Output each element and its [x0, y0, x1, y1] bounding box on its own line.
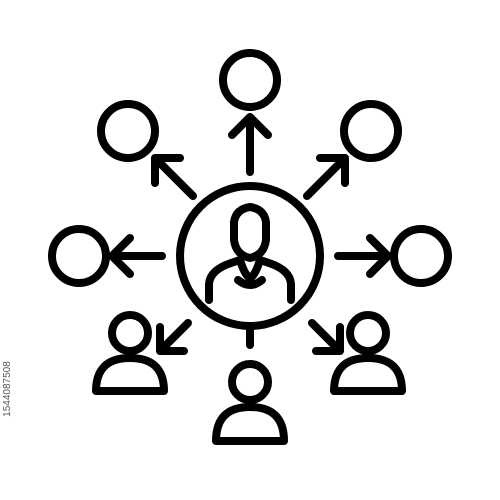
node-left — [48, 225, 166, 287]
hub-person-icon — [205, 203, 295, 304]
arrow-lower-right-head — [312, 323, 344, 355]
node-top — [219, 49, 281, 176]
node-upper-left — [97, 100, 197, 200]
lower-left-person-body — [92, 354, 168, 395]
arrow-upper-left-head — [151, 154, 184, 187]
arrow-left-head — [108, 234, 134, 278]
node-upper-right — [303, 100, 402, 200]
arrow-top-head — [228, 113, 272, 139]
hub-person-collar — [234, 276, 266, 289]
hub-person-head — [230, 203, 270, 262]
arrow-lower-left-head — [156, 323, 188, 355]
hub-person-body — [205, 256, 295, 304]
node-left-circle — [48, 225, 110, 287]
arrow-upper-right-shaft — [303, 157, 346, 200]
bottom-person-body — [212, 403, 288, 445]
node-right-circle — [390, 225, 452, 287]
central-hub — [176, 182, 324, 330]
node-top-circle — [219, 49, 281, 111]
bottom-person-head — [228, 360, 272, 404]
arrow-lower-right-shaft — [308, 319, 341, 352]
node-right — [334, 225, 452, 287]
arrow-lower-left-shaft — [159, 319, 192, 352]
stock-id-watermark: 1544087508 — [2, 361, 13, 417]
node-upper-right-circle — [340, 100, 402, 162]
node-upper-left-circle — [97, 100, 159, 162]
node-bottom-person — [212, 324, 288, 445]
lower-right-person-body — [330, 354, 406, 395]
arrow-upper-left-shaft — [154, 157, 197, 200]
arrow-right-head — [366, 234, 392, 278]
node-lower-right-person — [308, 311, 406, 395]
lower-left-person-head — [108, 311, 152, 355]
lower-right-person-head — [346, 311, 390, 355]
arrow-upper-right-head — [316, 154, 349, 187]
node-lower-left-person — [92, 311, 192, 395]
